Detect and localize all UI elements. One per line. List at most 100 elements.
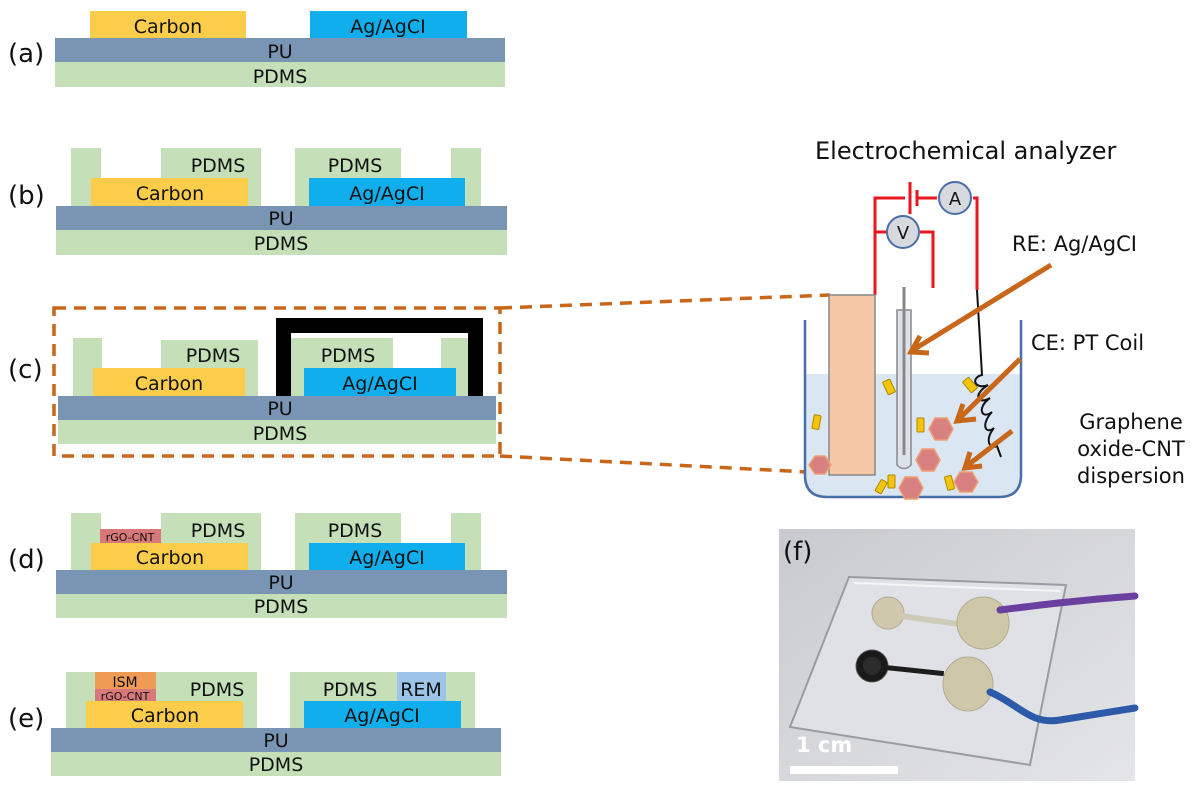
wire	[920, 230, 935, 288]
panel-b-label: (b)	[8, 181, 45, 211]
cnt-particle	[811, 414, 822, 430]
pdms-base-label: PDMS	[253, 423, 308, 445]
panel-f-label: (f)	[783, 537, 812, 567]
ammeter-icon	[938, 181, 972, 215]
panel-d-label: (d)	[8, 545, 45, 575]
pu-layer	[58, 396, 496, 420]
panel-a-label: (a)	[8, 39, 44, 69]
rgo-cnt-label: rGO-CNT	[101, 690, 150, 703]
electrode-pad-top	[871, 596, 905, 630]
pu-label: PU	[267, 41, 292, 63]
voltmeter-icon	[886, 215, 920, 249]
cnt-particle	[962, 376, 978, 394]
pdms-base-layer	[55, 62, 505, 87]
carbon-label: Carbon	[135, 373, 203, 395]
ce-label: CE: PT Coil	[1031, 331, 1144, 355]
ism-label: ISM	[112, 675, 137, 691]
particles	[808, 376, 979, 500]
pdms-base-layer	[56, 594, 507, 618]
panel-e: (e) ISM rGO-CNT PDMS PDMS REM Carbon Ag/…	[8, 672, 501, 776]
carbon-layer	[91, 178, 248, 206]
re-arrow-head	[906, 334, 930, 356]
cnt-particle	[874, 479, 888, 495]
contact-blob-bottom	[942, 656, 994, 712]
agagcl-layer	[309, 543, 465, 570]
agagcl-layer	[310, 11, 467, 38]
carbon-label: Carbon	[136, 183, 204, 205]
rem-label: REM	[400, 679, 442, 701]
carbon-layer	[86, 701, 243, 728]
pdms-right-label: PDMS	[328, 155, 383, 177]
pu-layer	[56, 570, 507, 594]
agagcl-layer	[309, 178, 465, 206]
pdms-left-label: PDMS	[186, 345, 241, 367]
graphene-particle	[953, 471, 979, 493]
contact-blob-top	[956, 596, 1010, 650]
zoom-connector-top	[499, 293, 831, 310]
pdms-base-label: PDMS	[254, 233, 309, 255]
agagcl-label: Ag/AgCI	[342, 373, 417, 395]
panel-c-label: (c)	[8, 355, 43, 385]
pdms-base-label: PDMS	[253, 66, 308, 88]
wire	[873, 196, 905, 295]
pdms-left-label: PDMS	[190, 679, 245, 701]
graphene-particle	[898, 476, 924, 500]
analyzer-diagram: Electrochemical analyzer A V	[803, 137, 1185, 500]
panel-e-label: (e)	[8, 704, 44, 734]
panel-a: (a) Carbon Ag/AgCI PU PDMS	[8, 11, 505, 88]
scale-bar	[790, 766, 898, 774]
carbon-layer	[93, 368, 245, 396]
dispersion-arrow	[966, 429, 1014, 467]
agagcl-label: Ag/AgCI	[344, 705, 419, 727]
analyzer-title: Electrochemical analyzer	[815, 137, 1117, 165]
agagcl-label: Ag/AgCI	[349, 547, 424, 569]
pu-label: PU	[268, 572, 293, 594]
pu-layer	[51, 728, 501, 752]
ce-arrow-head	[953, 403, 977, 424]
agagcl-label: Ag/AgCI	[349, 183, 424, 205]
pdms-left-label: PDMS	[191, 520, 246, 542]
pu-label: PU	[263, 730, 288, 752]
graphene-particle	[808, 455, 832, 475]
panel-d: (d) rGO-CNT PDMS PDMS Carbon Ag/AgCI PU …	[8, 513, 507, 618]
rgo-cnt-layer	[100, 529, 161, 544]
re-label: RE: Ag/AgCI	[1012, 232, 1137, 256]
blue-wire	[986, 688, 1139, 725]
pu-label: PU	[267, 398, 292, 420]
agagcl-layer	[304, 701, 461, 728]
pu-label: PU	[268, 208, 293, 230]
pdms-right-label: PDMS	[328, 520, 383, 542]
substrate-edge-highlight	[853, 582, 1061, 592]
pdms-right-label: PDMS	[321, 345, 376, 367]
wire	[973, 196, 979, 290]
graphene-particle	[928, 417, 954, 441]
dispersion-label-line3: dispersion	[1077, 464, 1185, 488]
pdms-base-layer	[58, 420, 496, 444]
carbon-label: Carbon	[136, 547, 204, 569]
pdms-right-label: PDMS	[323, 679, 378, 701]
graphene-particle	[915, 448, 941, 472]
pdms-left-label: PDMS	[191, 155, 246, 177]
rgo-cnt-layer	[95, 689, 156, 702]
clamp-frame	[276, 318, 483, 396]
ism-layer	[95, 672, 156, 689]
dispersion-arrow-head	[961, 451, 983, 471]
pu-layer	[56, 206, 507, 230]
electrode-trace-bottom	[883, 664, 945, 677]
circuit-wires	[873, 196, 979, 295]
panel-f-photo: 1 cm (f)	[779, 529, 1139, 781]
cnt-particle	[944, 474, 955, 491]
agagcl-label: Ag/AgCI	[350, 16, 425, 38]
carbon-layer	[90, 11, 246, 38]
cnt-particle	[882, 378, 896, 396]
pdms-base-layer	[51, 752, 501, 776]
dispersion-label-line1: Graphene	[1079, 410, 1183, 434]
electrode-trace-top	[899, 612, 961, 628]
carbon-label: Carbon	[134, 16, 202, 38]
panel-c: (c) PDMS PDMS Carbon Ag/AgCI PU PDMS	[8, 293, 847, 476]
panel-b: (b) PDMS PDMS Carbon Ag/AgCI PU PDMS	[8, 148, 507, 255]
ce-arrow	[958, 357, 1022, 420]
electrode-pad-bottom-center	[863, 657, 881, 675]
carbon-label: Carbon	[131, 705, 199, 727]
